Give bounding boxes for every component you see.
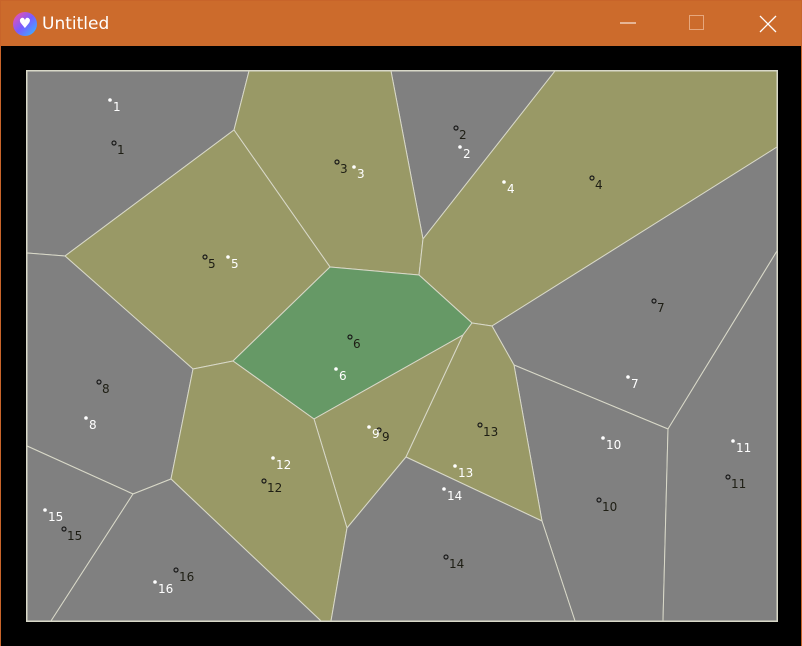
- white-point-label-3: 3: [357, 167, 365, 181]
- white-point-label-1: 1: [113, 100, 121, 114]
- dark-point-15[interactable]: [61, 526, 67, 532]
- white-point-10[interactable]: [601, 436, 605, 440]
- minimize-icon: [620, 22, 636, 24]
- dark-point-label-11: 11: [731, 477, 746, 491]
- dark-point-label-2: 2: [459, 128, 467, 142]
- white-point-14[interactable]: [442, 487, 446, 491]
- white-point-label-11: 11: [736, 441, 751, 455]
- maximize-button[interactable]: [674, 1, 720, 46]
- dark-point-10[interactable]: [596, 497, 602, 503]
- close-button[interactable]: [744, 1, 790, 46]
- window-title: Untitled: [42, 14, 110, 34]
- dark-point-label-4: 4: [595, 178, 603, 192]
- white-point-2[interactable]: [458, 145, 462, 149]
- dark-point-label-13: 13: [483, 425, 498, 439]
- maximize-icon: [689, 15, 704, 30]
- white-point-label-15: 15: [48, 510, 63, 524]
- dark-point-label-1: 1: [117, 143, 125, 157]
- white-point-label-7: 7: [631, 377, 639, 391]
- dark-point-9[interactable]: [376, 427, 382, 433]
- minimize-button[interactable]: [605, 1, 651, 46]
- white-point-label-10: 10: [606, 438, 621, 452]
- white-point-label-13: 13: [458, 466, 473, 480]
- dark-point-label-12: 12: [267, 481, 282, 495]
- white-point-15[interactable]: [43, 508, 47, 512]
- dark-point-label-5: 5: [208, 257, 216, 271]
- dark-point-14[interactable]: [443, 554, 449, 560]
- white-point-6[interactable]: [334, 367, 338, 371]
- dark-point-11[interactable]: [725, 474, 731, 480]
- voronoi-cell-14[interactable]: [330, 456, 576, 622]
- white-point-label-2: 2: [463, 147, 471, 161]
- white-point-9[interactable]: [367, 425, 371, 429]
- dark-point-label-9: 9: [382, 430, 390, 444]
- dark-point-label-14: 14: [449, 557, 464, 571]
- white-point-5[interactable]: [226, 255, 230, 259]
- white-point-label-14: 14: [447, 489, 462, 503]
- dark-point-label-7: 7: [657, 301, 665, 315]
- dark-point-label-16: 16: [179, 570, 194, 584]
- title-bar[interactable]: ♥ Untitled: [1, 1, 801, 46]
- voronoi-cell-16[interactable]: [50, 478, 323, 622]
- dark-point-4[interactable]: [589, 175, 595, 181]
- close-icon: [759, 15, 777, 33]
- dark-point-13[interactable]: [477, 422, 483, 428]
- dark-point-3[interactable]: [334, 159, 340, 165]
- voronoi-cell-11[interactable]: [662, 249, 778, 622]
- white-point-label-12: 12: [276, 458, 291, 472]
- dark-point-label-15: 15: [67, 529, 82, 543]
- white-point-label-4: 4: [507, 182, 515, 196]
- heart-app-icon: ♥: [13, 12, 37, 36]
- white-point-label-9: 9: [372, 427, 380, 441]
- white-point-label-5: 5: [231, 257, 239, 271]
- white-point-16[interactable]: [153, 580, 157, 584]
- dark-point-12[interactable]: [261, 478, 267, 484]
- white-point-11[interactable]: [731, 439, 735, 443]
- white-point-4[interactable]: [502, 180, 506, 184]
- white-point-13[interactable]: [453, 464, 457, 468]
- dark-point-5[interactable]: [202, 254, 208, 260]
- white-point-12[interactable]: [271, 456, 275, 460]
- white-point-1[interactable]: [108, 98, 112, 102]
- white-point-3[interactable]: [352, 165, 356, 169]
- white-point-8[interactable]: [84, 416, 88, 420]
- white-point-7[interactable]: [626, 375, 630, 379]
- white-point-label-8: 8: [89, 418, 97, 432]
- dark-point-label-3: 3: [340, 162, 348, 176]
- white-point-label-6: 6: [339, 369, 347, 383]
- dark-point-label-10: 10: [602, 500, 617, 514]
- dark-point-7[interactable]: [651, 298, 657, 304]
- dark-point-8[interactable]: [96, 379, 102, 385]
- white-point-label-16: 16: [158, 582, 173, 596]
- dark-point-1[interactable]: [111, 140, 117, 146]
- heart-icon: ♥: [18, 16, 32, 32]
- dark-point-label-8: 8: [102, 382, 110, 396]
- dark-point-label-6: 6: [353, 337, 361, 351]
- dark-point-6[interactable]: [347, 334, 353, 340]
- dark-point-2[interactable]: [453, 125, 459, 131]
- dark-point-16[interactable]: [173, 567, 179, 573]
